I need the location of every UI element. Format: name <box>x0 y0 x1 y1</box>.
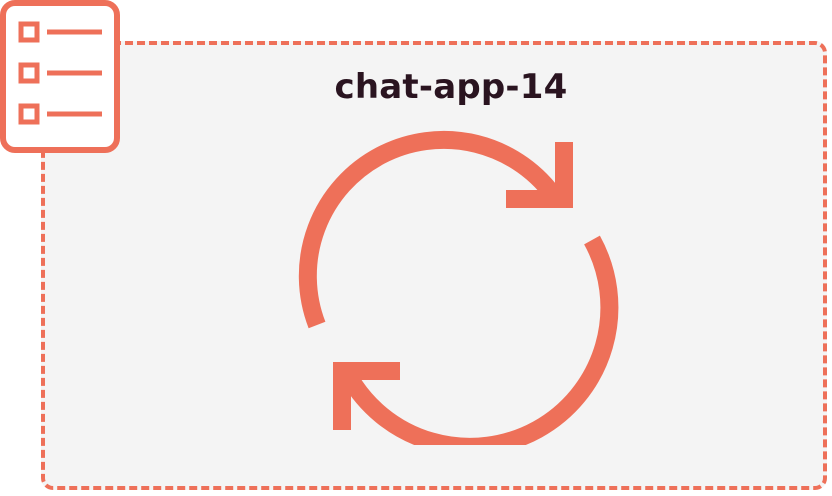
checklist-icon <box>0 0 120 153</box>
group-frame <box>41 41 827 490</box>
group-title: chat-app-14 <box>334 67 568 107</box>
sync-refresh-icon <box>298 130 619 445</box>
